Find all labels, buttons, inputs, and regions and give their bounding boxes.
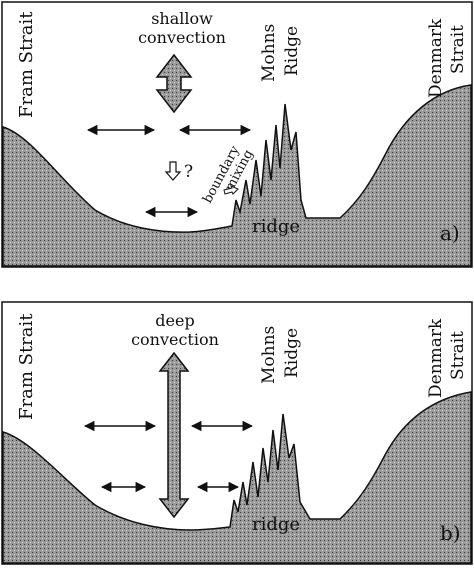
panel-tag-a: a)	[440, 221, 460, 245]
fram-strait-label: Fram Strait	[16, 313, 37, 420]
panel-a-seafloor-terrain	[2, 84, 472, 267]
deep-convection-arrow	[158, 351, 190, 519]
convection-label: convection	[138, 28, 226, 47]
mohns-label: Mohns	[259, 24, 279, 82]
question-mark: ?	[184, 162, 193, 182]
mohns-label: Mohns	[259, 326, 279, 384]
ridge-label: ridge	[252, 514, 300, 535]
denmark-label: Denmark	[426, 318, 446, 398]
panel-b-seafloor-terrain	[2, 391, 472, 564]
convection-label: convection	[131, 330, 219, 349]
panel-a: Fram Strait shallow convection Mohns Rid…	[1, 1, 473, 268]
fram-strait-label: Fram Strait	[16, 11, 37, 118]
strait-label: Strait	[448, 25, 468, 74]
shallow-label: shallow	[151, 9, 213, 28]
boundary-mixing-arrow-icon	[223, 185, 239, 195]
strait-label: Strait	[448, 331, 468, 380]
denmark-label: Denmark	[426, 18, 446, 98]
panel-a-frame	[1, 1, 473, 268]
deep-label: deep	[155, 311, 194, 330]
ridge-name-label: Ridge	[282, 328, 302, 378]
downward-arrow-icon	[164, 161, 182, 181]
panel-b: Fram Strait deep convection Mohns Ridge …	[1, 301, 473, 565]
panel-b-frame	[1, 301, 473, 565]
shallow-convection-arrow	[155, 53, 193, 114]
panel-tag-b: b)	[440, 521, 461, 545]
ridge-label: ridge	[252, 216, 300, 237]
ridge-name-label: Ridge	[282, 26, 302, 76]
